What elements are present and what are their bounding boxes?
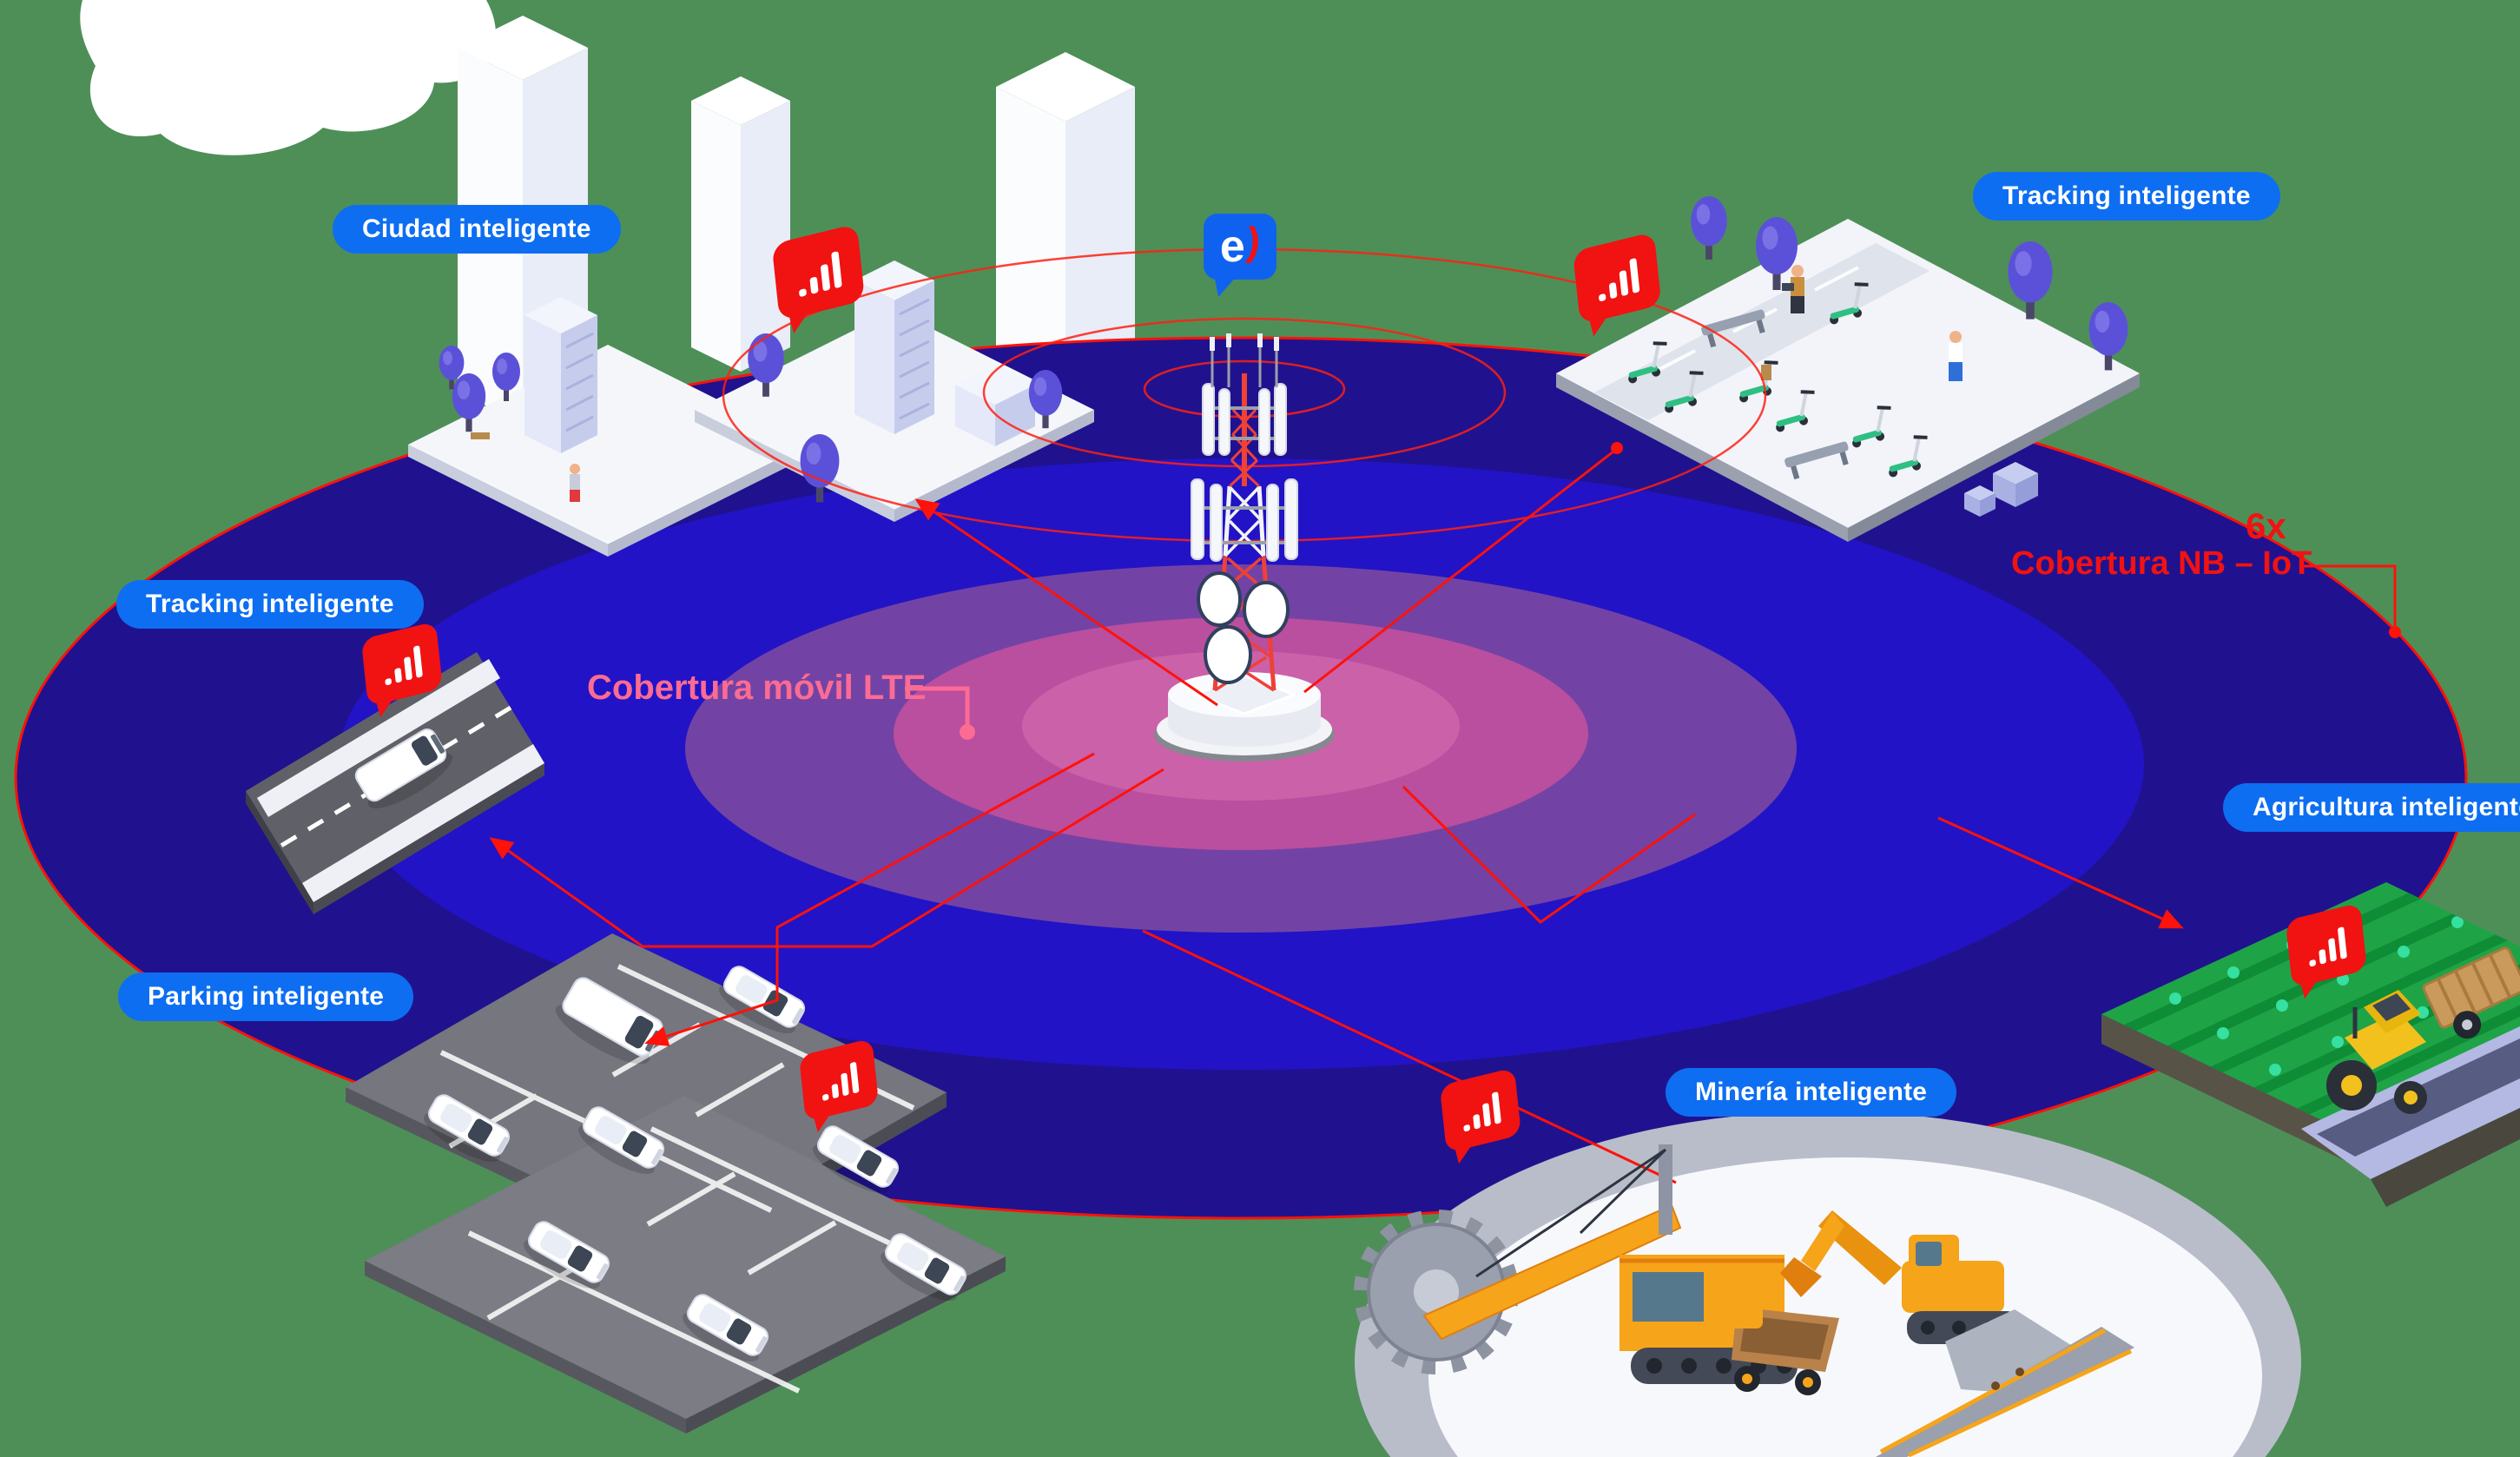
city-building: [854, 260, 934, 434]
cloud: [80, 0, 497, 155]
label-city-text: Ciudad inteligente: [362, 214, 591, 243]
tractor: [2326, 990, 2427, 1114]
person: [1949, 331, 1963, 381]
signal-bars-icon: [2306, 924, 2347, 967]
connector-lines: [489, 442, 2401, 1046]
skyscraper: [691, 76, 790, 372]
dump-truck: [1721, 1292, 1839, 1395]
tracking-platform: [1556, 219, 2140, 528]
label-tracking-top: Tracking inteligente: [1973, 172, 2280, 221]
pedestrian: [570, 464, 580, 502]
connector-branch: [1402, 785, 1696, 924]
entel-logo-mark: ): [1244, 218, 1263, 265]
signal-bars-icon: [381, 643, 423, 686]
label-agriculture-text: Agricultura inteligente: [2253, 793, 2520, 821]
lte-pointer: [905, 686, 975, 740]
excavator: [1780, 1210, 2022, 1344]
antenna-panels: [1191, 333, 1298, 562]
connector-tracking: [1303, 450, 1614, 694]
signal-bars-icon: [819, 1058, 860, 1102]
tower-pedestal: [1154, 672, 1335, 761]
trash-bin: [1761, 365, 1771, 380]
connector-nbiot: [2303, 564, 2397, 627]
signal-bars-icon: [795, 247, 842, 298]
mining-connector-line: [1142, 929, 1677, 1184]
label-tracking-top-text: Tracking inteligente: [2002, 181, 2251, 210]
signal-bars-icon: [1595, 254, 1639, 302]
connector-city: [914, 498, 1218, 707]
tree: [1691, 196, 1727, 260]
smart-mining-scene: [1142, 929, 2301, 1457]
connector-parking: [644, 752, 1095, 1046]
smart-parking-scene: [346, 933, 1006, 1434]
satellite-dishes: [1197, 571, 1290, 684]
signal-bars-icon: [1460, 1089, 1501, 1132]
label-tracking-left-text: Tracking inteligente: [146, 590, 394, 618]
nbiot-coverage-label: Cobertura NB – IoT: [2011, 545, 2312, 582]
road-tracking-scene: [246, 652, 544, 914]
label-tracking-left: Tracking inteligente: [116, 580, 424, 629]
connector-road: [489, 768, 1164, 948]
entel-logo-letter: e: [1219, 221, 1245, 272]
smart-tracking-scene: [1556, 196, 2140, 542]
label-parking: Parking inteligente: [118, 972, 414, 1021]
entel-logo-flag: e ): [1204, 214, 1276, 280]
parcel-boxes: [1964, 462, 2038, 517]
cell-tower: [722, 247, 1767, 761]
label-city: Ciudad inteligente: [333, 205, 621, 254]
label-parking-text: Parking inteligente: [148, 982, 385, 1011]
nbiot-multiplier: 6x: [2246, 505, 2286, 546]
park-bench: [471, 432, 490, 439]
smart-agriculture-scene: [2101, 882, 2520, 1207]
connector-agriculture: [1937, 816, 2184, 929]
label-mining: Minería inteligente: [1666, 1068, 1957, 1117]
lte-coverage-label: Cobertura móvil LTE: [587, 669, 927, 707]
trailer: [2422, 946, 2520, 1039]
city-building: [524, 297, 597, 453]
label-mining-text: Minería inteligente: [1695, 1078, 1928, 1106]
label-agriculture: Agricultura inteligente: [2223, 783, 2520, 832]
conveyor-belt: [1876, 1327, 2134, 1457]
person-with-laptop: [1782, 265, 1804, 313]
